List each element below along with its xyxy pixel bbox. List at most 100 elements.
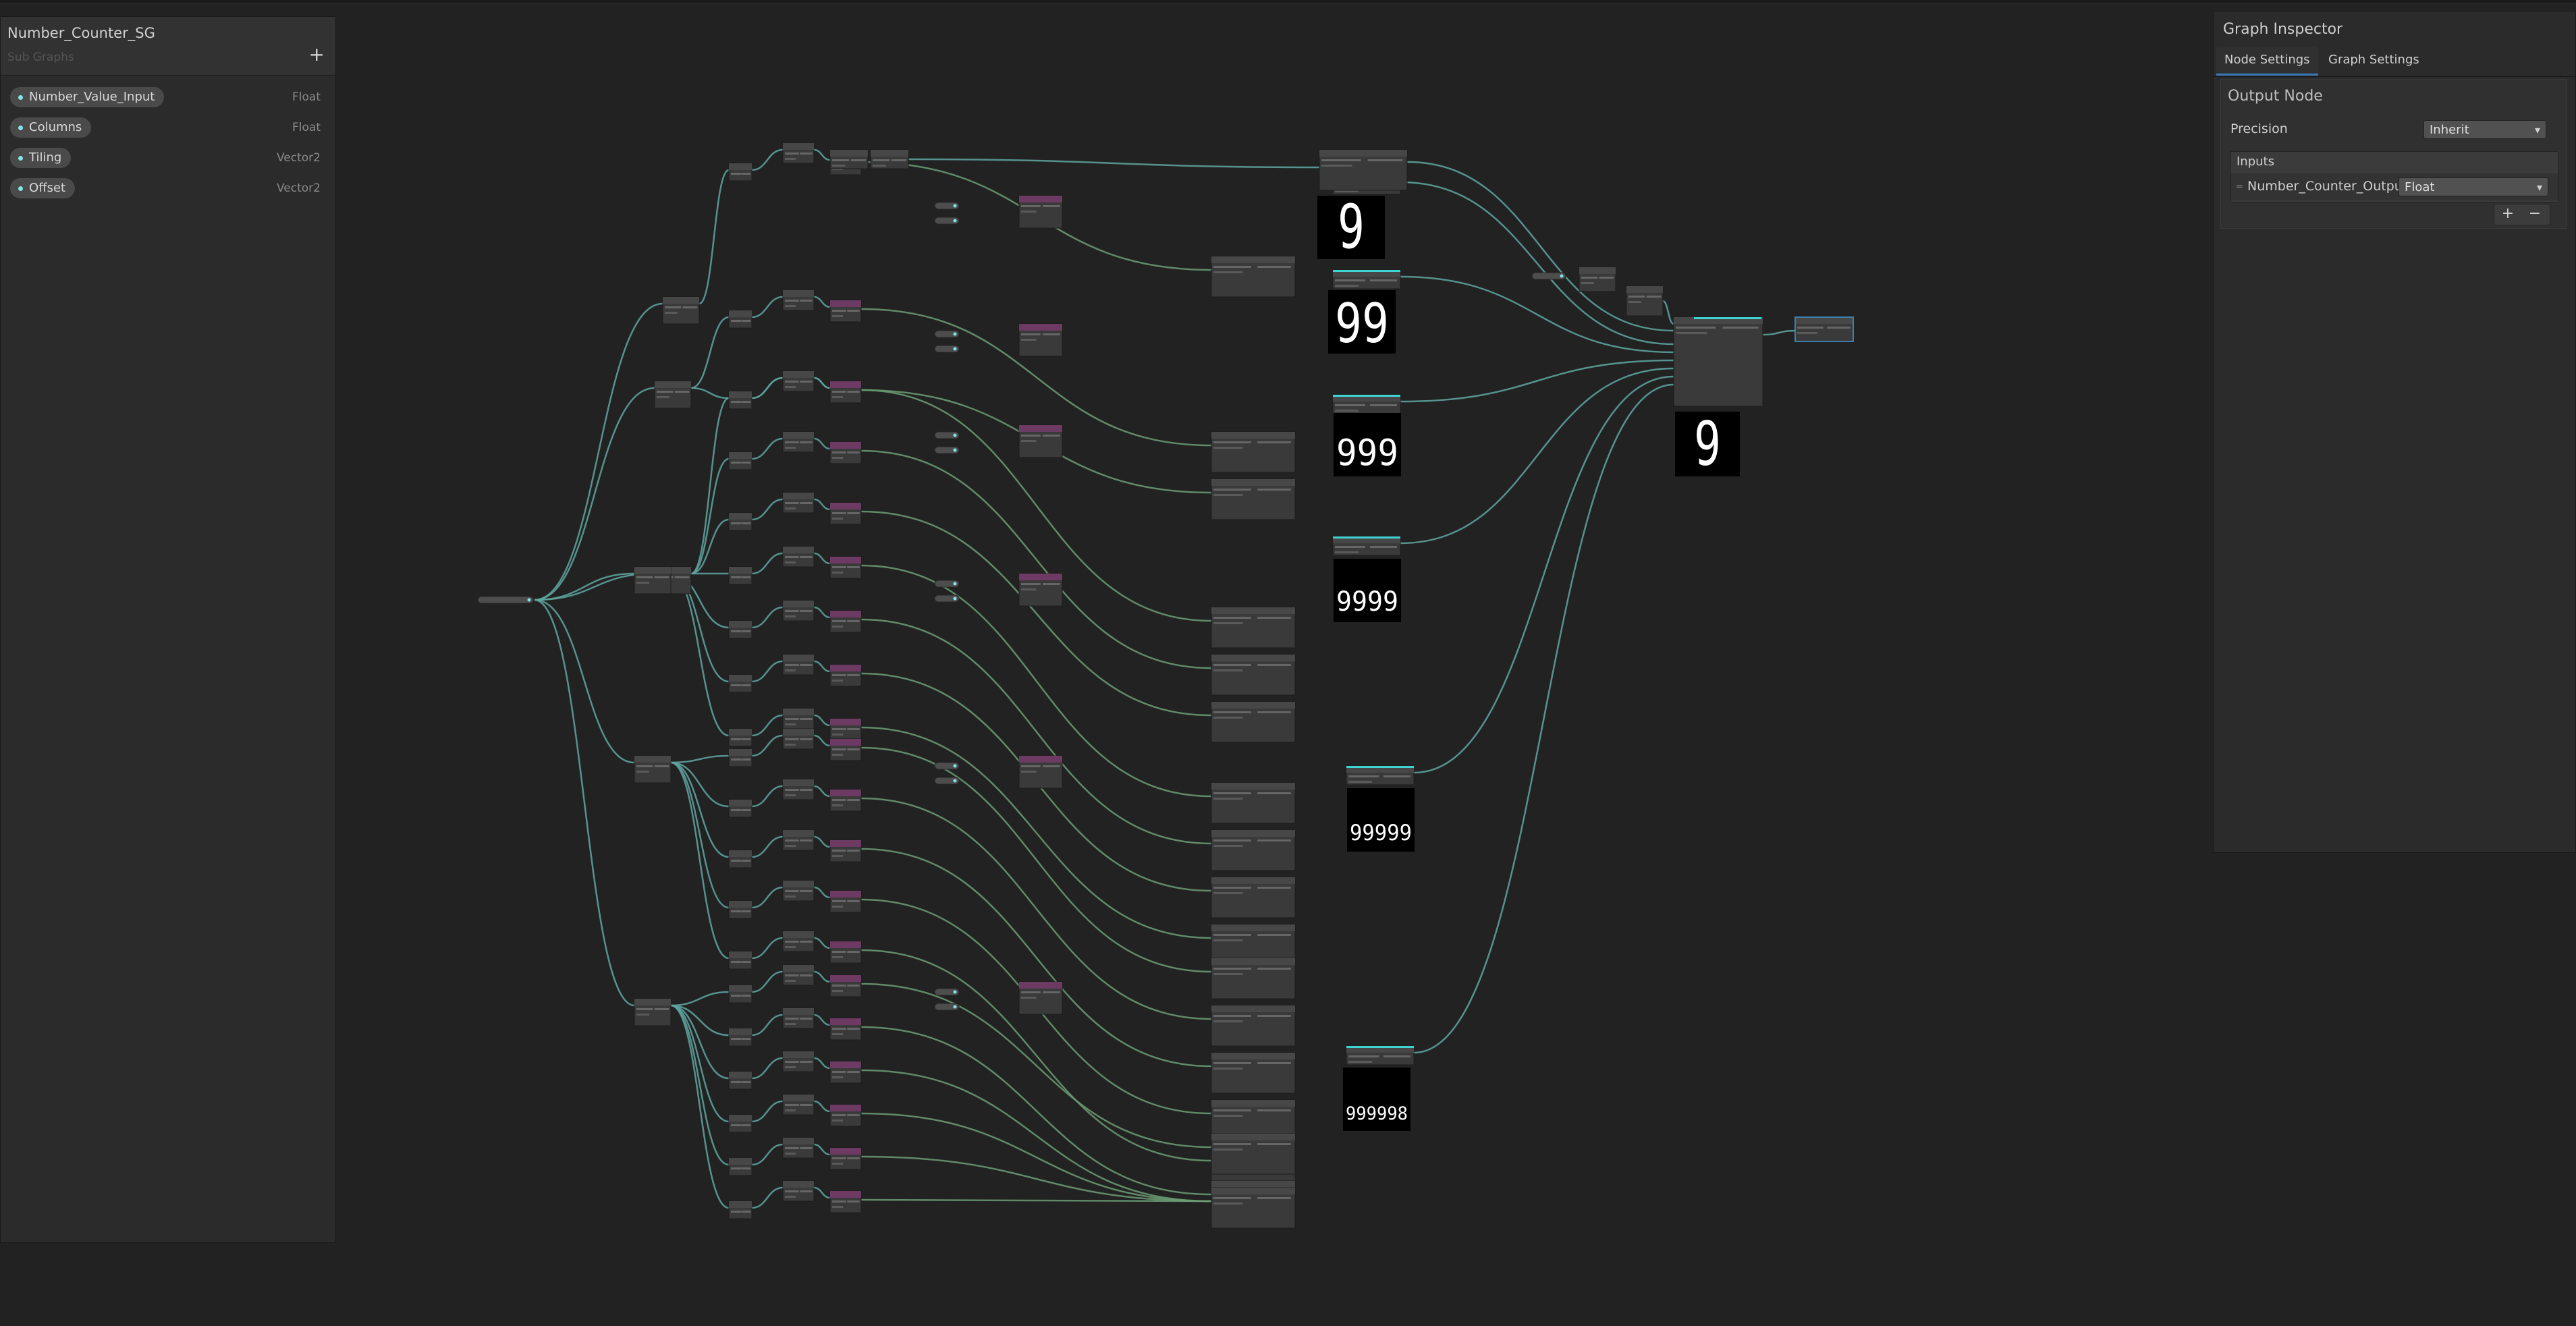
- floor-node[interactable]: [782, 708, 815, 729]
- modulo-node[interactable]: [829, 890, 862, 913]
- divide-node[interactable]: [728, 1071, 752, 1090]
- tiling-property-node[interactable]: [934, 431, 960, 439]
- modulo-node[interactable]: [829, 738, 862, 761]
- floor-node[interactable]: [782, 370, 815, 392]
- add-property-button[interactable]: +: [308, 43, 325, 65]
- sample-texture-node[interactable]: [1211, 701, 1296, 743]
- divide-node[interactable]: [728, 1200, 752, 1219]
- tab-graph-settings[interactable]: Graph Settings: [2328, 53, 2419, 67]
- blackboard-panel[interactable]: Number_Counter_SG Sub Graphs + Number_Va…: [0, 16, 336, 1243]
- tiling-property-node[interactable]: [934, 988, 960, 996]
- split-node[interactable]: [662, 296, 700, 325]
- property-pill[interactable]: Offset: [10, 178, 76, 198]
- digit-subgraph-node[interactable]: [1332, 536, 1401, 556]
- digit-subgraph-node[interactable]: [1346, 1045, 1415, 1066]
- sample-texture-node[interactable]: [1319, 149, 1408, 191]
- modulo-node[interactable]: [829, 441, 862, 464]
- tiling-offset-node[interactable]: [1018, 981, 1063, 1015]
- tiling-property-node[interactable]: [934, 330, 960, 338]
- switch-node[interactable]: [1673, 316, 1763, 407]
- offset-property-node[interactable]: [934, 345, 960, 353]
- split-node[interactable]: [634, 755, 672, 783]
- tiling-property-node[interactable]: [934, 762, 960, 770]
- split-node[interactable]: [654, 381, 692, 409]
- sample-texture-node[interactable]: [1211, 607, 1296, 648]
- tiling-offset-node[interactable]: [1018, 755, 1063, 789]
- floor-node[interactable]: [782, 431, 815, 453]
- offset-property-node[interactable]: [934, 777, 960, 785]
- divide-node[interactable]: [728, 951, 752, 970]
- output-node[interactable]: [1794, 316, 1854, 342]
- input-type-dropdown[interactable]: Float: [2399, 177, 2548, 197]
- floor-node[interactable]: [782, 779, 815, 800]
- precision-dropdown[interactable]: Inherit: [2423, 120, 2546, 140]
- divide-node[interactable]: [728, 391, 752, 410]
- floor-node[interactable]: [782, 600, 815, 621]
- digit-subgraph-node[interactable]: [1346, 765, 1415, 785]
- tiling-offset-node[interactable]: [1018, 424, 1063, 458]
- divide-node[interactable]: [728, 1114, 752, 1133]
- sample-texture-node[interactable]: [1211, 1005, 1296, 1047]
- floor-node[interactable]: [782, 964, 815, 986]
- sample-texture-node[interactable]: [1211, 829, 1296, 871]
- sample-texture-node[interactable]: [1211, 782, 1296, 824]
- floor-node[interactable]: [782, 728, 815, 750]
- property-node[interactable]: [1531, 272, 1566, 280]
- divide-node[interactable]: [829, 149, 869, 169]
- input-name[interactable]: Number_Counter_Output: [2247, 179, 2408, 194]
- sample-texture-node[interactable]: [1211, 256, 1296, 298]
- divide-node[interactable]: [728, 163, 752, 182]
- property-pill[interactable]: Number_Value_Input: [10, 87, 165, 107]
- split-node[interactable]: [634, 998, 672, 1026]
- modulo-node[interactable]: [829, 941, 862, 964]
- sample-texture-node[interactable]: [1211, 431, 1296, 473]
- modulo-node[interactable]: [829, 1147, 862, 1170]
- floor-node[interactable]: [782, 1137, 815, 1159]
- divide-node[interactable]: [728, 1157, 752, 1176]
- input-row[interactable]: ═ Number_Counter_Output Float: [2231, 173, 2558, 200]
- sample-texture-node[interactable]: [1211, 958, 1296, 999]
- floor-node[interactable]: [870, 149, 909, 169]
- divide-node[interactable]: [728, 748, 752, 767]
- offset-property-node[interactable]: [934, 446, 960, 454]
- modulo-node[interactable]: [829, 1061, 862, 1084]
- floor-node[interactable]: [782, 880, 815, 902]
- divide-node[interactable]: [728, 728, 752, 747]
- property-pill[interactable]: Tiling: [10, 148, 72, 168]
- modulo-node[interactable]: [829, 839, 862, 862]
- property-pill[interactable]: Columns: [10, 117, 92, 138]
- divide-node[interactable]: [728, 566, 752, 585]
- property-row[interactable]: Tiling Vector2: [1, 144, 335, 175]
- divide-node[interactable]: [728, 451, 752, 470]
- digit-subgraph-node[interactable]: [1332, 269, 1401, 289]
- property-row[interactable]: Columns Float: [1, 114, 335, 144]
- sample-texture-node[interactable]: [1211, 1133, 1296, 1175]
- remove-input-button[interactable]: −: [2528, 205, 2542, 222]
- divide-node[interactable]: [728, 850, 752, 868]
- sample-texture-node[interactable]: [1211, 654, 1296, 696]
- floor-node[interactable]: [782, 546, 815, 568]
- divide-node[interactable]: [728, 900, 752, 919]
- sample-texture-node[interactable]: [1211, 1052, 1296, 1094]
- add-input-button[interactable]: +: [2501, 205, 2515, 222]
- offset-property-node[interactable]: [934, 1003, 960, 1011]
- tiling-offset-node[interactable]: [1018, 323, 1063, 357]
- modulo-node[interactable]: [829, 556, 862, 579]
- offset-property-node[interactable]: [934, 217, 960, 225]
- divide-node[interactable]: [728, 1028, 752, 1047]
- floor-node[interactable]: [782, 289, 815, 311]
- modulo-node[interactable]: [829, 300, 862, 323]
- digit-subgraph-node[interactable]: [1332, 394, 1401, 414]
- drag-handle-icon[interactable]: ═: [2237, 182, 2243, 192]
- modulo-node[interactable]: [829, 502, 862, 525]
- tiling-property-node[interactable]: [934, 580, 960, 588]
- divide-node[interactable]: [728, 310, 752, 329]
- modulo-node[interactable]: [829, 610, 862, 633]
- floor-node[interactable]: [782, 1094, 815, 1115]
- split-node[interactable]: [634, 566, 672, 595]
- sample-texture-node[interactable]: [1211, 877, 1296, 918]
- modulo-node[interactable]: [829, 381, 862, 404]
- floor-node[interactable]: [782, 142, 815, 164]
- modulo-node[interactable]: [829, 718, 862, 741]
